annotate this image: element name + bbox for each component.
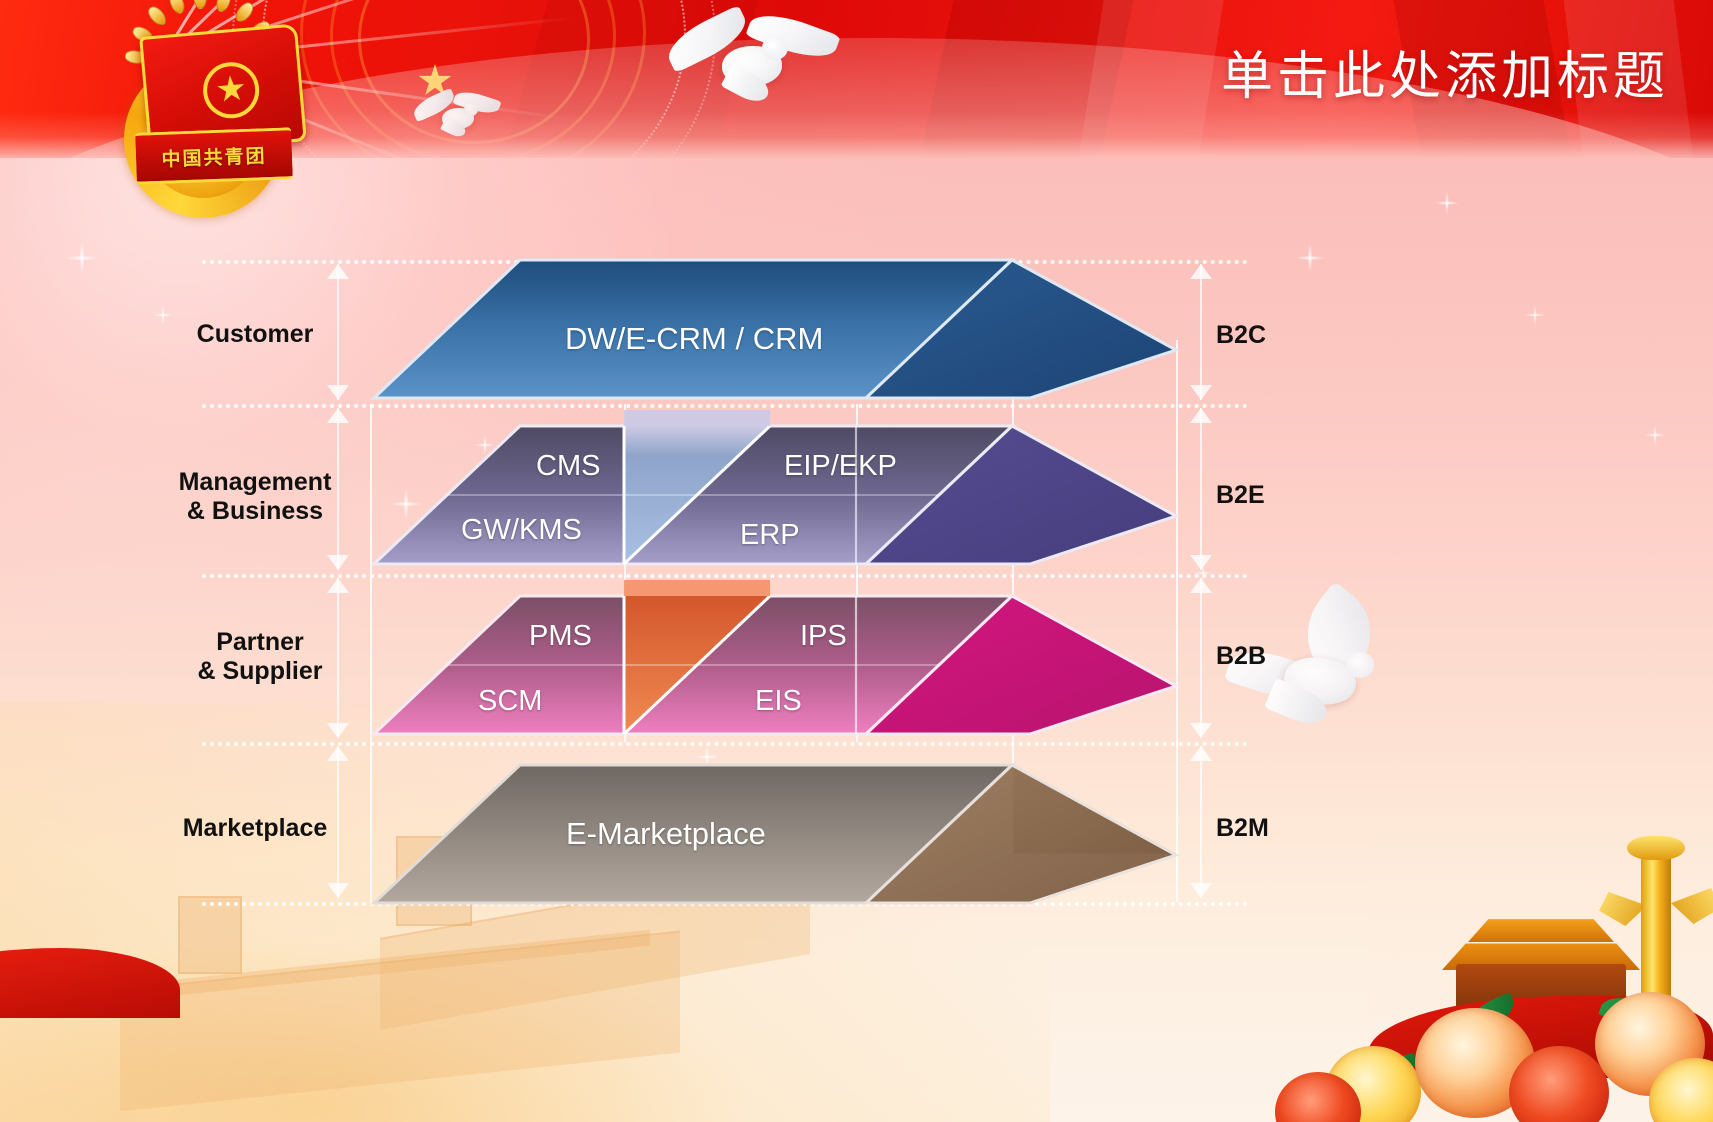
cell-e-marketplace: E-Marketplace: [566, 816, 766, 851]
cell-pms: PMS: [529, 620, 592, 652]
cell-ips: IPS: [800, 620, 847, 652]
measure-arrow-b2e: [1190, 408, 1212, 570]
measure-arrow-customer: [327, 264, 349, 400]
right-label-b2m: B2M: [1216, 814, 1269, 842]
peony-flower: [1509, 1046, 1609, 1122]
cell-eip-ekp: EIP/EKP: [784, 450, 897, 482]
measure-arrow-b2b: [1190, 578, 1212, 738]
cell-dw-ecrm-crm: DW/E-CRM / CRM: [565, 321, 824, 356]
cell-gw-kms: GW/KMS: [461, 514, 582, 546]
measure-arrow-marketplace: [327, 746, 349, 898]
cell-erp: ERP: [740, 519, 800, 551]
separator-dotline: [202, 260, 1248, 264]
left-label-customer: Customer: [196, 320, 314, 348]
separator-dotline: [202, 902, 1248, 906]
vertical-guide-mid2: [856, 404, 858, 742]
left-label-management-business: Management & Business: [178, 468, 332, 525]
separator-dotline: [202, 574, 1248, 578]
cell-scm: SCM: [478, 685, 543, 717]
vertical-guide-right: [1012, 260, 1014, 902]
separator-dotline: [202, 742, 1248, 746]
cell-eis: EIS: [755, 685, 802, 717]
right-label-b2c: B2C: [1216, 321, 1267, 349]
measure-arrow-partner: [327, 578, 349, 738]
measure-arrow-management: [327, 408, 349, 570]
cell-cms: CMS: [536, 450, 601, 482]
left-label-marketplace: Marketplace: [182, 814, 328, 842]
right-label-b2e: B2E: [1216, 481, 1265, 509]
page-title: 单击此处添加标题: [1220, 47, 1669, 107]
cyl-emblem: 中国共青团: [112, 0, 312, 222]
vertical-guide-far-right: [1176, 340, 1178, 902]
vertical-guide-mid: [624, 404, 626, 742]
right-label-b2b: B2B: [1216, 642, 1267, 670]
measure-arrow-b2m: [1190, 746, 1212, 898]
separator-dotline: [202, 404, 1248, 408]
measure-arrow-b2c: [1190, 264, 1212, 400]
left-label-partner-supplier: Partner & Supplier: [197, 628, 323, 685]
